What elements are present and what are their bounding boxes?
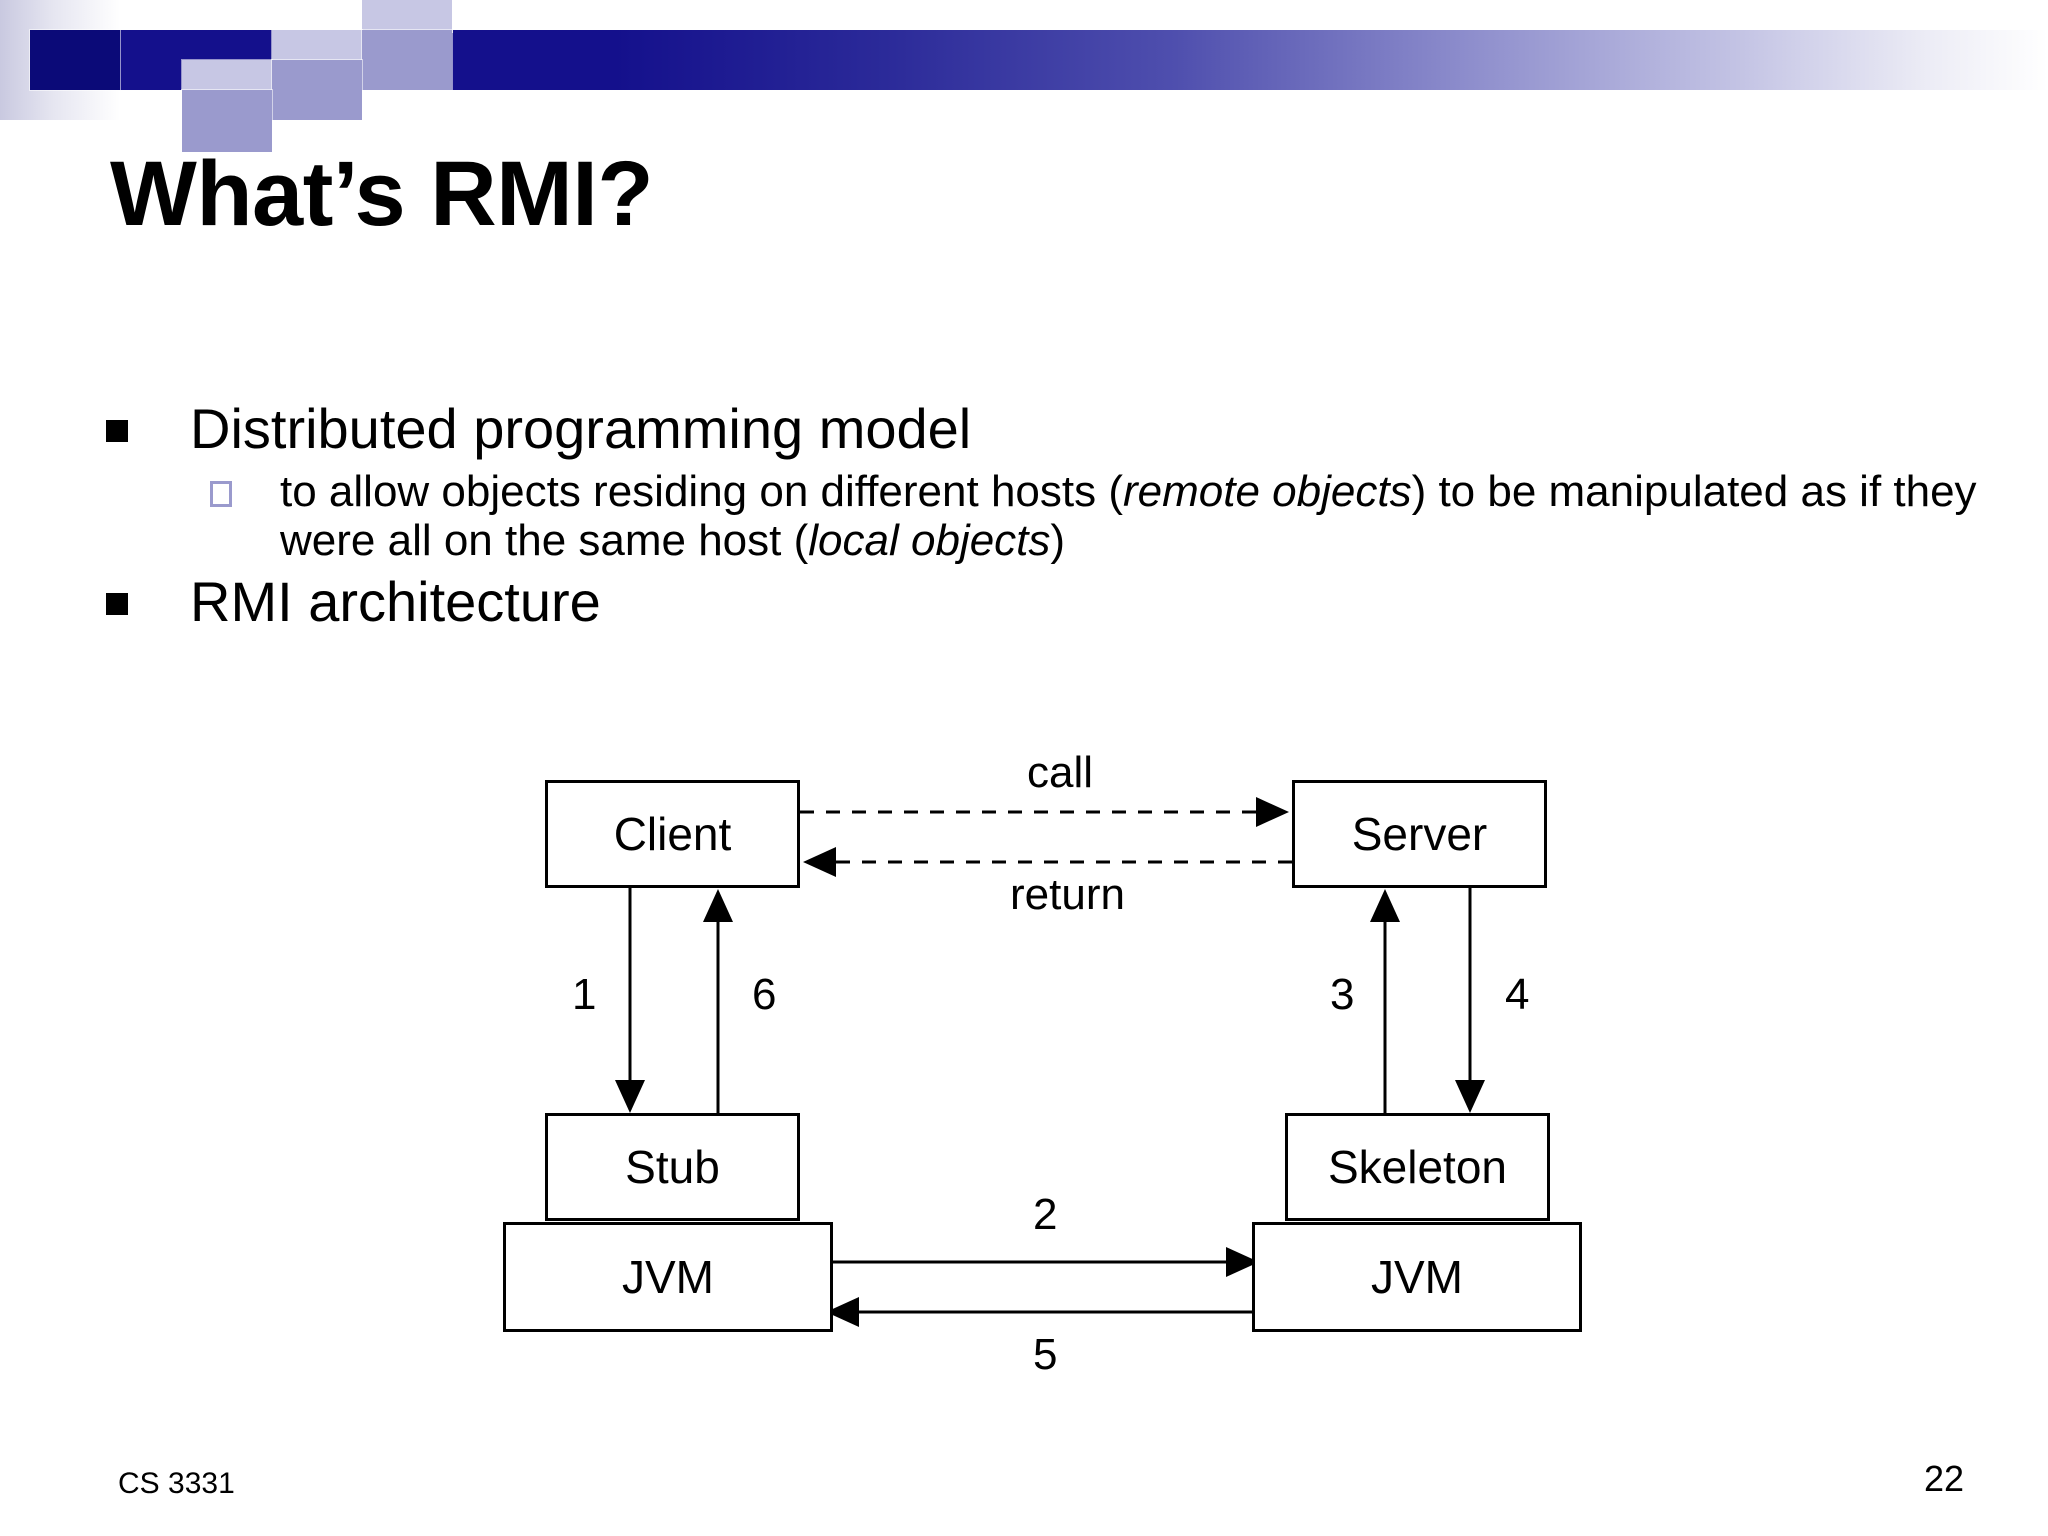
sub-bullet-label: to allow objects residing on different h… — [280, 466, 1977, 565]
deco-square-light-upper — [361, 0, 453, 33]
diagram-label-call: call — [1027, 748, 1094, 797]
emphasis-local-objects: local objects — [808, 515, 1051, 565]
slide-page-number: 22 — [1923, 1458, 1964, 1499]
hollow-square-bullet-icon — [210, 480, 232, 507]
diagram-step-number-4: 4 — [1505, 970, 1530, 1019]
diagram-step-number-5: 5 — [1033, 1330, 1058, 1379]
footer-course-label: CS 3331 — [118, 1467, 235, 1500]
diagram-step-number-3: 3 — [1330, 970, 1355, 1019]
bullet-label: RMI architecture — [190, 570, 601, 634]
diagram-box-skeleton: Skeleton — [1285, 1113, 1550, 1221]
emphasis-remote-objects: remote objects — [1122, 466, 1412, 516]
diagram-step-number-2: 2 — [1033, 1190, 1058, 1239]
diagram-box-jvm-right: JVM — [1252, 1222, 1582, 1332]
bullet-item-rmi-architecture: RMI architecture — [100, 570, 2000, 634]
deco-square-mid-c — [181, 89, 273, 153]
bullet-item-distributed-programming-model: Distributed programming model — [100, 397, 2000, 461]
diagram-label-return: return — [1010, 870, 1125, 919]
diagram-box-jvm-left: JVM — [503, 1222, 833, 1332]
diagram-box-client: Client — [545, 780, 800, 888]
diagram-step-number-1: 1 — [572, 970, 597, 1019]
deco-square-mid-b — [271, 59, 363, 121]
deco-square-mid-a — [361, 29, 453, 91]
diagram-box-server: Server — [1292, 780, 1547, 888]
bullet-label: Distributed programming model — [190, 397, 972, 460]
deco-square-dark — [29, 29, 121, 91]
square-bullet-icon — [106, 420, 128, 442]
header-decoration — [0, 0, 2048, 153]
bullet-list: Distributed programming model to allow o… — [100, 397, 2000, 636]
square-bullet-icon — [106, 593, 128, 616]
page-title: What’s RMI? — [110, 143, 654, 245]
diagram-box-stub: Stub — [545, 1113, 800, 1221]
diagram-step-number-6: 6 — [752, 970, 777, 1019]
sub-bullet-item-remote-objects: to allow objects residing on different h… — [100, 467, 2000, 566]
